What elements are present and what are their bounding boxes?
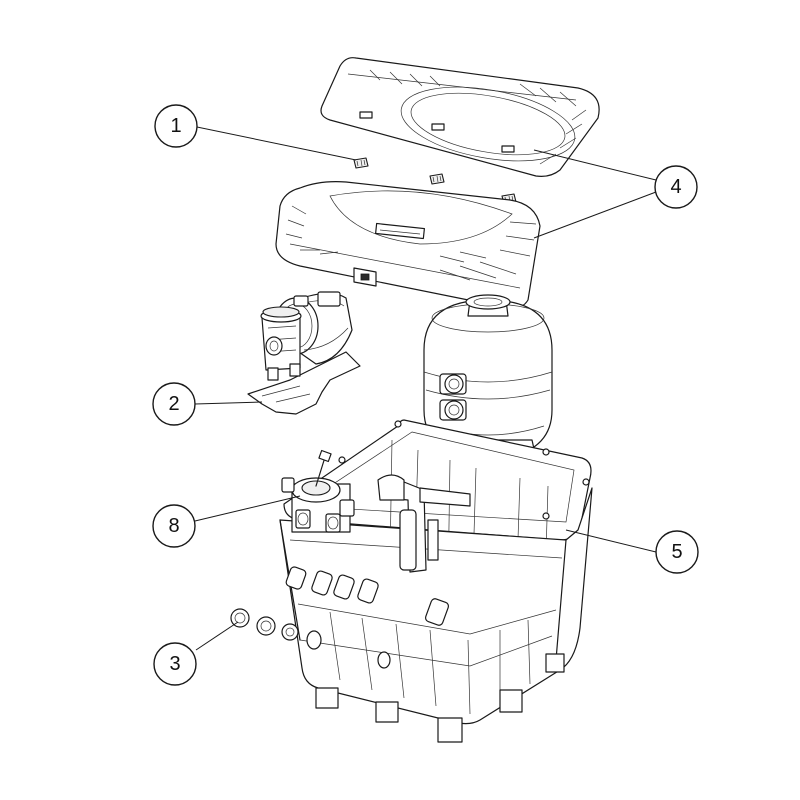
top-lid-upper	[320, 57, 600, 177]
callout-1: 1	[154, 104, 198, 148]
callout-2: 2	[152, 382, 196, 426]
callout-5: 5	[655, 530, 699, 574]
pump-assembly	[247, 291, 361, 415]
filter-housing-box	[279, 419, 593, 743]
callout-4-label: 4	[670, 176, 681, 198]
callout-2-label: 2	[168, 393, 179, 415]
callout-8: 8	[152, 504, 196, 548]
callout-8-label: 8	[168, 515, 179, 537]
callout-4: 4	[654, 165, 698, 209]
callout-1-label: 1	[170, 115, 181, 137]
callout-3-label: 3	[169, 653, 180, 675]
leader-lines	[194, 126, 657, 651]
multiport-valve	[281, 449, 355, 533]
callout-5-label: 5	[671, 541, 682, 563]
top-lid-lower	[275, 181, 541, 309]
callout-3: 3	[153, 642, 197, 686]
sand-filter-tank	[423, 294, 553, 465]
gasket-rings	[230, 608, 299, 641]
